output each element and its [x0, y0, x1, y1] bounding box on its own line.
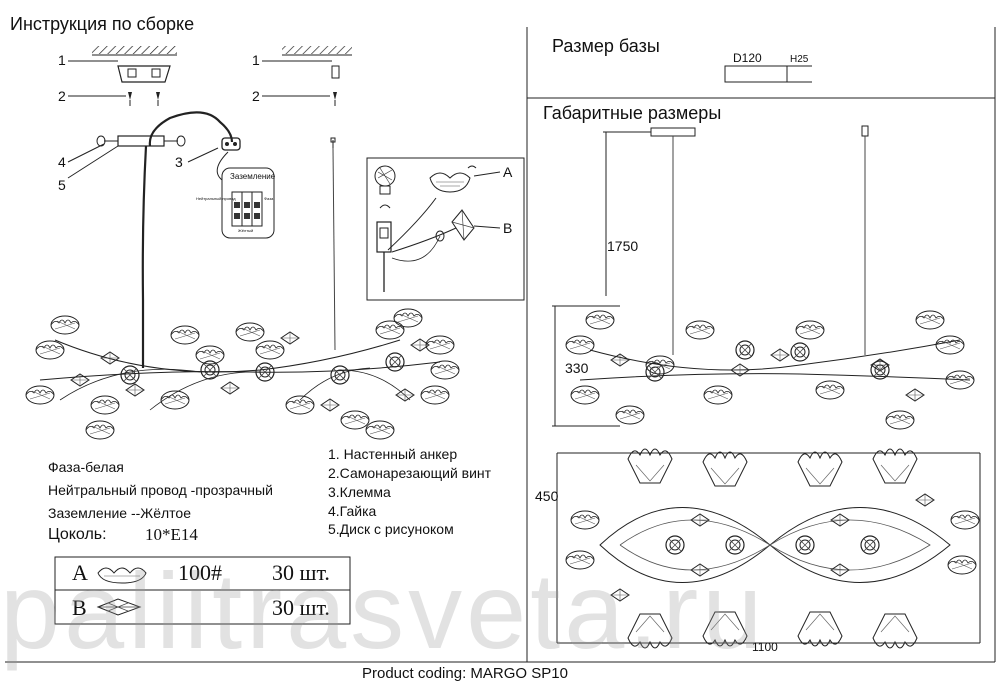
base-diameter: D120 — [733, 51, 762, 65]
legend-item-4: 4.Гайка — [328, 503, 377, 519]
product-code: Product coding: MARGO SP10 — [362, 665, 568, 682]
dimension-height-total: 1750 — [607, 238, 639, 254]
legend-item-5: 5.Диск с рисунoком — [328, 521, 454, 537]
part-b-letter: B — [72, 595, 87, 620]
grounding-phase-label: Фаза — [264, 196, 274, 201]
callout-1-second: 1 — [252, 52, 260, 68]
dimension-depth: 450 — [535, 488, 559, 504]
socket-label: Цоколь: — [48, 526, 107, 543]
chandelier-front-view — [25, 308, 460, 440]
dimension-height-body: 330 — [565, 360, 589, 376]
grounding-title: Заземление — [230, 172, 276, 181]
callout-3: 3 — [175, 154, 183, 170]
part-a-code: 100# — [178, 560, 222, 585]
chandelier-side-view — [565, 310, 975, 430]
part-a-letter: A — [72, 560, 88, 585]
detail-label-b: B — [503, 220, 513, 236]
callout-1: 1 — [58, 52, 66, 68]
wire-phase: Фаза-белая — [48, 459, 124, 475]
grounding-yellow-label: Жёлтый — [238, 228, 254, 233]
socket-value: 10*E14 — [145, 525, 198, 544]
wire-neutral: Нейтральный провод -прозрачный — [48, 482, 273, 498]
watermark: paliitrasveta.ru — [0, 550, 767, 671]
callout-2-second: 2 — [252, 88, 260, 104]
callout-4: 4 — [58, 154, 66, 170]
detail-label-a: A — [503, 164, 513, 180]
grounding-neutral-label: Нейтральный провод — [196, 196, 236, 201]
callout-2: 2 — [58, 88, 66, 104]
base-height: H25 — [790, 54, 809, 65]
dimension-width: 1100 — [752, 640, 778, 654]
page-title: Инструкция по сборке — [10, 14, 195, 34]
legend-item-1: 1. Настенный анкер — [328, 446, 458, 462]
callout-5: 5 — [58, 177, 66, 193]
overall-size-title: Габаритные размеры — [543, 103, 722, 123]
legend-item-2: 2.Самонарезающий винт — [328, 465, 492, 481]
legend-item-3: 3.Клемма — [328, 484, 391, 500]
base-size-title: Размер базы — [552, 36, 660, 56]
wire-ground: Заземление --Жёлтое — [48, 505, 191, 521]
part-a-qty: 30 шт. — [272, 560, 330, 585]
part-b-qty: 30 шт. — [272, 595, 330, 620]
chandelier-top-view — [565, 448, 980, 649]
